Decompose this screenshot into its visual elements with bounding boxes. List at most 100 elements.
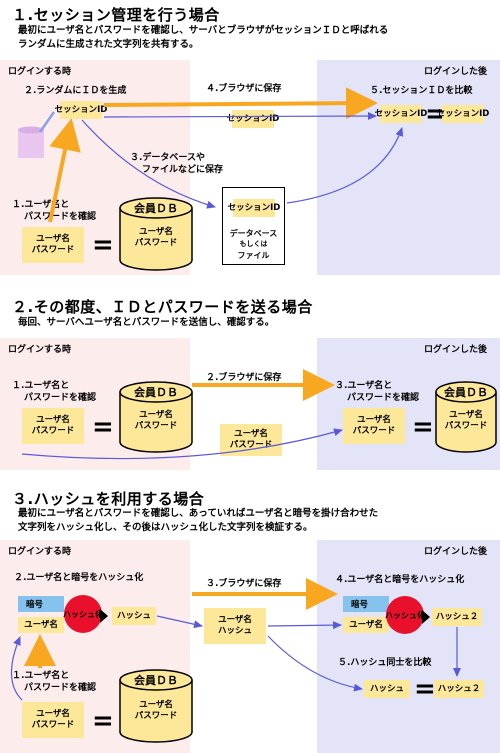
s3-equals-db: =	[92, 706, 114, 736]
s3-step1-line2: パスワードを確認	[24, 683, 97, 693]
s2-db-content-left: ユーザ名 パスワード	[120, 410, 192, 432]
s3-step3-label: ３.ブラウザに保存	[206, 579, 282, 589]
section3-desc-line1: 最初にユーザ名とパスワードを確認し、あっていればユーザ名と暗号を掛け合わせた	[18, 508, 379, 519]
s2-db-right-user: ユーザ名	[449, 410, 483, 420]
s2-step1-line1: １.ユーザ名と	[12, 381, 70, 391]
s3-browser-hash: ハッシュ	[217, 626, 252, 636]
s1-db-user: ユーザ名	[139, 227, 173, 237]
section3-title: ３.ハッシュを利用する場合	[12, 490, 205, 508]
s1-step1-line1: １.ユーザ名と	[12, 200, 70, 210]
section3-desc-line2: 文字列をハッシュ化し、その後はハッシュ化した文字列を検証する。	[18, 522, 313, 533]
s1-session-id-compare-left: セッションID	[375, 105, 427, 123]
s2-db-right-pass: パスワード	[444, 421, 488, 431]
s2-db-content-right: ユーザ名 パスワード	[436, 410, 496, 432]
s2-step1-label: １.ユーザ名と パスワードを確認	[12, 380, 96, 404]
s1-session-id-browser: セッションID	[227, 110, 279, 128]
s2-credentials-box: ユーザ名 パスワード	[22, 408, 84, 444]
s1-cred-user: ユーザ名	[36, 234, 70, 244]
s3-hash-function-right	[386, 596, 430, 634]
s1-file-label: データベース もしくは ファイル	[222, 228, 285, 261]
s2-step1-line2: パスワードを確認	[24, 393, 97, 403]
section2-login-label: ログインする時	[8, 345, 72, 355]
s3-hash-browser: ユーザ名 ハッシュ	[204, 608, 266, 644]
s3-credentials-box: ユーザ名 パスワード	[22, 702, 84, 738]
s1-step4-label: ４.ブラウザに保存	[206, 84, 282, 94]
s2-db-left-user: ユーザ名	[139, 410, 173, 420]
s1-step3-line2: ファイルなどに保存	[142, 165, 224, 175]
s2-db-left-pass: パスワード	[134, 421, 178, 431]
s3-db-content: ユーザ名 パスワード	[120, 700, 192, 722]
s2-db-title-left: 会員ＤＢ	[134, 386, 178, 399]
s1-arrow-to-compare	[103, 87, 378, 120]
s3-arrow-browser-to-user	[267, 621, 342, 630]
s1-session-id-generated: セッションID	[55, 101, 107, 119]
s2-credentials-browser: ユーザ名 パスワード	[220, 424, 282, 456]
s1-member-db-cylinder	[119, 197, 193, 271]
s1-step3-line1: ３.データベースや	[130, 153, 205, 163]
s2-browser-user: ユーザ名	[234, 429, 268, 439]
s3-step1-line1: １.ユーザ名と	[12, 671, 70, 681]
s3-step5-label: ５.ハッシュ同士を比較	[338, 658, 432, 668]
section2-description: 毎回、サーバへユーザ名とパスワードを送信し、確認する。	[18, 317, 275, 328]
s2-step2-label: ２.ブラウザに保存	[206, 373, 282, 383]
s2-equals-server: =	[412, 412, 434, 442]
s1-step1-label: １.ユーザ名と パスワードを確認	[12, 199, 96, 223]
s3-compare-hash: ハッシュ	[364, 680, 410, 698]
s2-browser-pass: パスワード	[229, 440, 273, 450]
s2-cred-pass: パスワード	[31, 426, 75, 436]
section1-title: １.セッション管理を行う場合	[12, 6, 220, 24]
s1-equals-compare: =	[425, 99, 447, 129]
s1-step3-label: ３.データベースや ファイルなどに保存	[130, 152, 223, 176]
s2-server-pass: パスワード	[352, 426, 396, 436]
s3-compare-hash2: ハッシュ２	[434, 680, 484, 698]
s2-credentials-server: ユーザ名 パスワード	[343, 408, 405, 444]
s3-arrow-hash-to-browser	[156, 615, 203, 629]
s3-step4-label: ４.ユーザ名と暗号をハッシュ化	[335, 575, 465, 585]
s2-db-title-right: 会員ＤＢ	[444, 386, 488, 399]
section1-description: 最初にユーザ名とパスワードを確認し、サーバとブラウザがセッションＩＤと呼ばれる …	[18, 24, 388, 52]
s3-equals-compare: =	[414, 674, 436, 704]
s3-hash-left: ハッシュ	[112, 607, 156, 625]
s2-step3-line1: ３.ユーザ名と	[335, 381, 393, 391]
section1-desc-line2: ランダムに生成された文字列を共有する。	[18, 39, 199, 50]
section3-description: 最初にユーザ名とパスワードを確認し、あっていればユーザ名と暗号を掛け合わせた 文…	[18, 507, 378, 535]
s1-arrow-db-to-compare	[286, 127, 404, 204]
s3-hash-fn-label-right: ハッシュ化	[385, 610, 425, 620]
section1-login-label: ログインする時	[8, 67, 72, 77]
s2-member-db-cylinder-left	[119, 381, 193, 453]
s3-step1-label: １.ユーザ名と パスワードを確認	[12, 670, 96, 694]
s3-user-box-right: ユーザ名	[343, 617, 389, 633]
section3-login-label: ログインする時	[8, 547, 72, 557]
s3-hash-function-left	[64, 595, 108, 633]
s1-session-id-stored: セッションID	[228, 199, 280, 217]
s1-credentials-box: ユーザ名 パスワード	[22, 227, 84, 263]
section2-after-label: ログインした後	[424, 345, 488, 355]
s2-step3-line2: パスワードを確認	[347, 393, 420, 403]
section3-after-zone	[317, 540, 500, 753]
s2-step3-label: ３.ユーザ名と パスワードを確認	[335, 380, 419, 404]
s1-arrow-id-to-db	[81, 119, 216, 209]
s1-cup-icon	[18, 111, 56, 158]
s1-file-line3: ファイル	[237, 251, 270, 260]
s1-arrow-cred-to-id	[48, 118, 81, 223]
s3-secret-box-right: 暗号	[343, 596, 389, 612]
s1-db-content: ユーザ名 パスワード	[120, 227, 192, 249]
s3-hash-fn-label-left: ハッシュ化	[63, 609, 103, 619]
section1-desc-line1: 最初にユーザ名とパスワードを確認し、サーバとブラウザがセッションＩＤと呼ばれる	[18, 25, 389, 36]
s1-step5-label: ５.セッションＩＤを比較	[370, 86, 473, 96]
s3-hash2-right: ハッシュ２	[432, 608, 482, 626]
s1-step2-label: ２.ランダムにＩＤを生成	[24, 86, 127, 96]
s3-step2-label: ２.ユーザ名と暗号をハッシュ化	[14, 573, 144, 583]
s2-server-user: ユーザ名	[357, 415, 391, 425]
s3-member-db-cylinder	[119, 669, 193, 743]
s2-cred-user: ユーザ名	[36, 415, 70, 425]
s3-cred-user: ユーザ名	[36, 709, 70, 719]
s2-equals-db: =	[92, 412, 114, 442]
s1-file-line2: もしくは	[239, 240, 268, 248]
s3-db-pass: パスワード	[134, 711, 178, 721]
s1-arrow-id-to-browser	[103, 112, 377, 121]
s1-db-title: 会員ＤＢ	[134, 202, 178, 215]
section2-title: ２.その都度、ＩＤとパスワードを送る場合	[12, 298, 313, 316]
s1-equals-db: =	[92, 230, 114, 260]
